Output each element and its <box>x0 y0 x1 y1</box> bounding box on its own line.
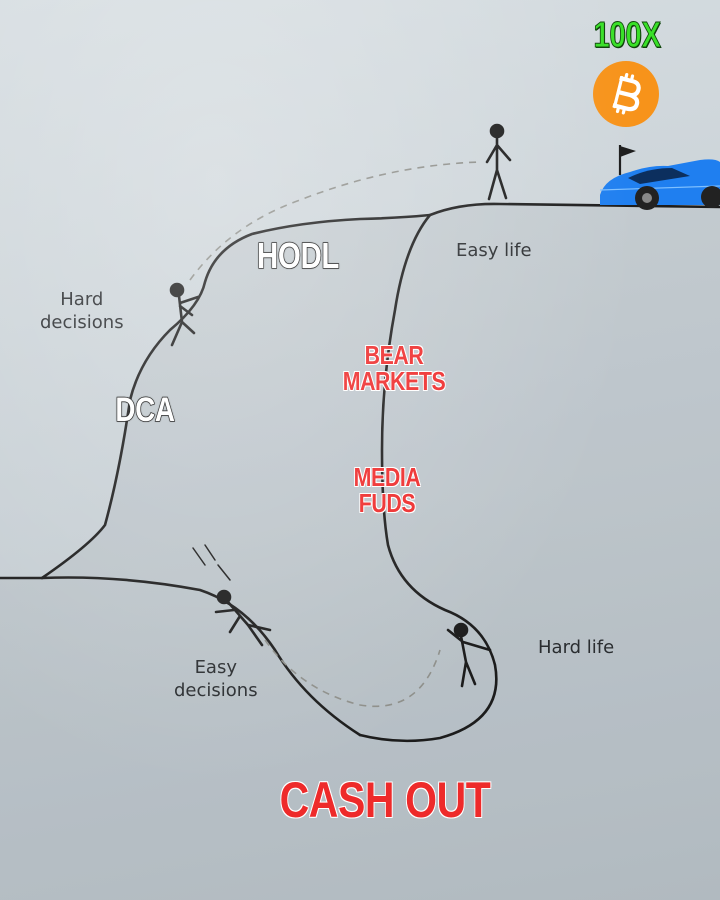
hard-path-line <box>40 202 720 580</box>
hard-life-label: Hard life <box>538 637 615 658</box>
cliff-drop-line <box>358 213 498 743</box>
dashed-arc-bottom <box>264 639 441 707</box>
sliding-figure-icon <box>192 544 272 647</box>
easy-life-label: Easy life <box>456 240 532 261</box>
multiplier-text: 100X <box>593 14 662 55</box>
dca-text: DCA <box>115 391 176 429</box>
flag-icon <box>618 145 636 175</box>
bitcoin-icon <box>593 61 659 127</box>
media-fuds-text: MEDIA FUDS <box>353 462 421 518</box>
bear-markets-text: BEAR MARKETS <box>342 340 446 396</box>
climbing-figure-icon <box>169 282 200 347</box>
high-ground-shading <box>0 205 720 900</box>
hodl-text: HODL <box>256 235 340 276</box>
cash-out-text: CASH OUT <box>279 772 491 828</box>
sports-car-icon <box>599 159 720 210</box>
hard-decisions-label: Hard decisions <box>40 289 124 333</box>
struggling-figure-icon <box>446 622 492 688</box>
walking-figure-icon <box>485 123 512 201</box>
dashed-arc-top <box>189 161 481 281</box>
easy-decisions-label: Easy decisions <box>174 657 258 701</box>
